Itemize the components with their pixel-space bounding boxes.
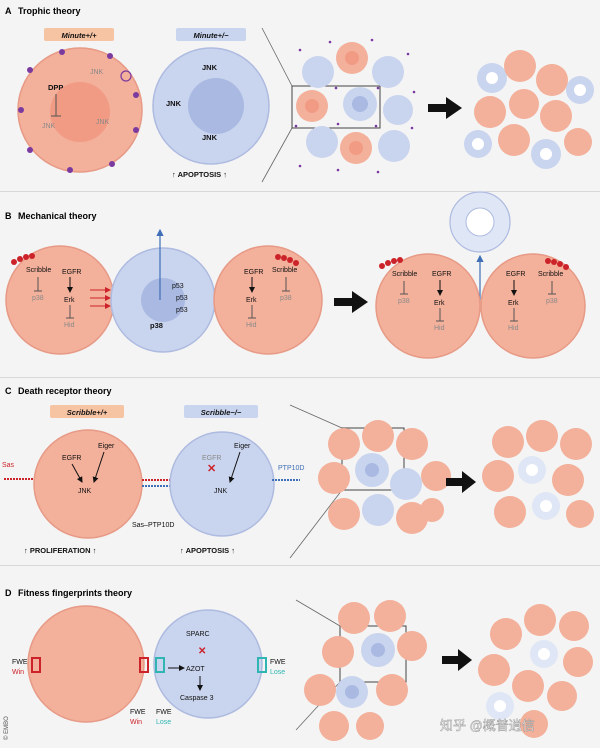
sas-ptp10d-label: Sas–PTP10D [132, 522, 174, 529]
svg-text:JNK: JNK [166, 99, 182, 108]
svg-text:EGFR: EGFR [432, 271, 451, 278]
svg-text:Scribble: Scribble [272, 267, 297, 274]
svg-text:p38: p38 [398, 298, 410, 305]
svg-text:Hid: Hid [434, 325, 445, 332]
arrow-c [446, 471, 476, 493]
fit-cell-right [213, 245, 323, 355]
p38-label-loser: p38 [150, 321, 163, 330]
loser-cell-nucleus [188, 78, 244, 134]
svg-text:p38: p38 [280, 295, 292, 302]
svg-text:p38: p38 [546, 298, 558, 305]
svg-text:Erk: Erk [246, 297, 257, 304]
panel-b: B Mechanical theory Scribble p38 EGFR Er… [0, 191, 600, 379]
svg-text:Scribble: Scribble [392, 271, 417, 278]
panel-b-letter: B [5, 211, 12, 221]
svg-text:Erk: Erk [64, 297, 75, 304]
panel-d-letter: D [5, 588, 12, 598]
wt-jnk-label: JNK [90, 69, 104, 76]
panel-a-letter: A [5, 6, 12, 16]
arrow-b [334, 291, 368, 313]
svg-text:Hid: Hid [246, 322, 257, 329]
svg-text:FWE: FWE [12, 659, 28, 666]
svg-text:Caspase 3: Caspase 3 [180, 695, 214, 702]
result-cluster-d [478, 604, 593, 738]
svg-text:JNK: JNK [78, 488, 92, 495]
panel-d: D Fitness fingerprints theory FWE Win SP… [0, 566, 600, 748]
mut-genotype-label: Minute+/− [193, 31, 229, 40]
trophic-factor-dots [18, 49, 139, 173]
svg-text:✕: ✕ [198, 646, 206, 657]
svg-text:FWE: FWE [130, 709, 146, 716]
svg-text:p38: p38 [32, 295, 44, 302]
panel-c-title: Death receptor theory [18, 386, 112, 396]
svg-text:Hid: Hid [508, 325, 519, 332]
panel-b-title: Mechanical theory [18, 211, 97, 221]
svg-text:EGFR: EGFR [202, 455, 221, 462]
loser-cell-d [153, 609, 263, 719]
svg-text:Sas: Sas [2, 462, 15, 469]
svg-text:EGFR: EGFR [506, 271, 525, 278]
loser-cell-c [169, 431, 275, 537]
svg-text:Eiger: Eiger [98, 443, 115, 450]
result-cluster-c [482, 420, 594, 528]
mut-genotype-box [176, 28, 246, 41]
svg-text:EGFR: EGFR [244, 269, 263, 276]
dpp-label: DPP [48, 83, 63, 92]
panel-d-title: Fitness fingerprints theory [18, 588, 132, 598]
watermark: 知乎 @概普逍信 [440, 718, 535, 733]
svg-text:EGFR: EGFR [62, 455, 81, 462]
panel-c: C Death receptor theory Scribble+/+ Scri… [0, 378, 600, 567]
tissue-cluster-c [318, 420, 451, 534]
svg-text:JNK: JNK [42, 123, 56, 130]
panel-c-letter: C [5, 386, 12, 396]
svg-text:SPARC: SPARC [186, 631, 210, 638]
svg-text:Hid: Hid [64, 322, 75, 329]
svg-text:p53: p53 [172, 283, 184, 290]
panel-a: A Trophic theory Minute+/+ Minute+/− DPP… [0, 0, 600, 193]
svg-text:p53: p53 [176, 295, 188, 302]
apoptosis-label: ↑ APOPTOSIS ↑ [172, 170, 227, 179]
svg-text:Win: Win [12, 669, 24, 676]
svg-text:Erk: Erk [434, 300, 445, 307]
svg-text:Lose: Lose [270, 669, 285, 676]
fit-cell-c [33, 429, 143, 539]
svg-text:JNK: JNK [202, 133, 218, 142]
svg-text:JNK: JNK [96, 119, 110, 126]
result-cluster-a [464, 50, 594, 169]
svg-text:Scribble: Scribble [538, 271, 563, 278]
copyright: © EMBO [3, 716, 10, 740]
mut-jnk-label: JNK [202, 63, 218, 72]
tissue-cluster-d [304, 600, 427, 741]
arrow-a [428, 97, 462, 119]
svg-text:FWE: FWE [156, 709, 172, 716]
svg-text:PTP10D: PTP10D [278, 465, 304, 472]
fit-cell-left [5, 245, 115, 355]
proliferation-label: ↑ PROLIFERATION ↑ [24, 546, 96, 555]
scribble-wt-label: Scribble+/+ [67, 408, 108, 417]
svg-text:✕: ✕ [207, 463, 216, 475]
fit-cell-d [27, 605, 145, 723]
svg-text:p53: p53 [176, 307, 188, 314]
tissue-cluster-a [294, 38, 416, 174]
svg-text:Lose: Lose [156, 719, 171, 726]
apoptosis-label-c: ↑ APOPTOSIS ↑ [180, 546, 235, 555]
svg-text:EGFR: EGFR [62, 269, 81, 276]
svg-text:FWE: FWE [270, 659, 286, 666]
svg-text:JNK: JNK [214, 488, 228, 495]
fit-cell-nucleus [50, 82, 110, 142]
arrow-d [442, 649, 472, 671]
wt-genotype-box [44, 28, 114, 41]
svg-text:Win: Win [130, 719, 142, 726]
scribble-mut-label: Scribble−/− [201, 408, 242, 417]
svg-text:Erk: Erk [508, 300, 519, 307]
svg-text:AZOT: AZOT [186, 666, 205, 673]
panel-a-title: Trophic theory [18, 6, 81, 16]
wt-genotype-label: Minute+/+ [61, 31, 97, 40]
scribble-label-1: Scribble [26, 267, 51, 274]
svg-text:Eiger: Eiger [234, 443, 251, 450]
